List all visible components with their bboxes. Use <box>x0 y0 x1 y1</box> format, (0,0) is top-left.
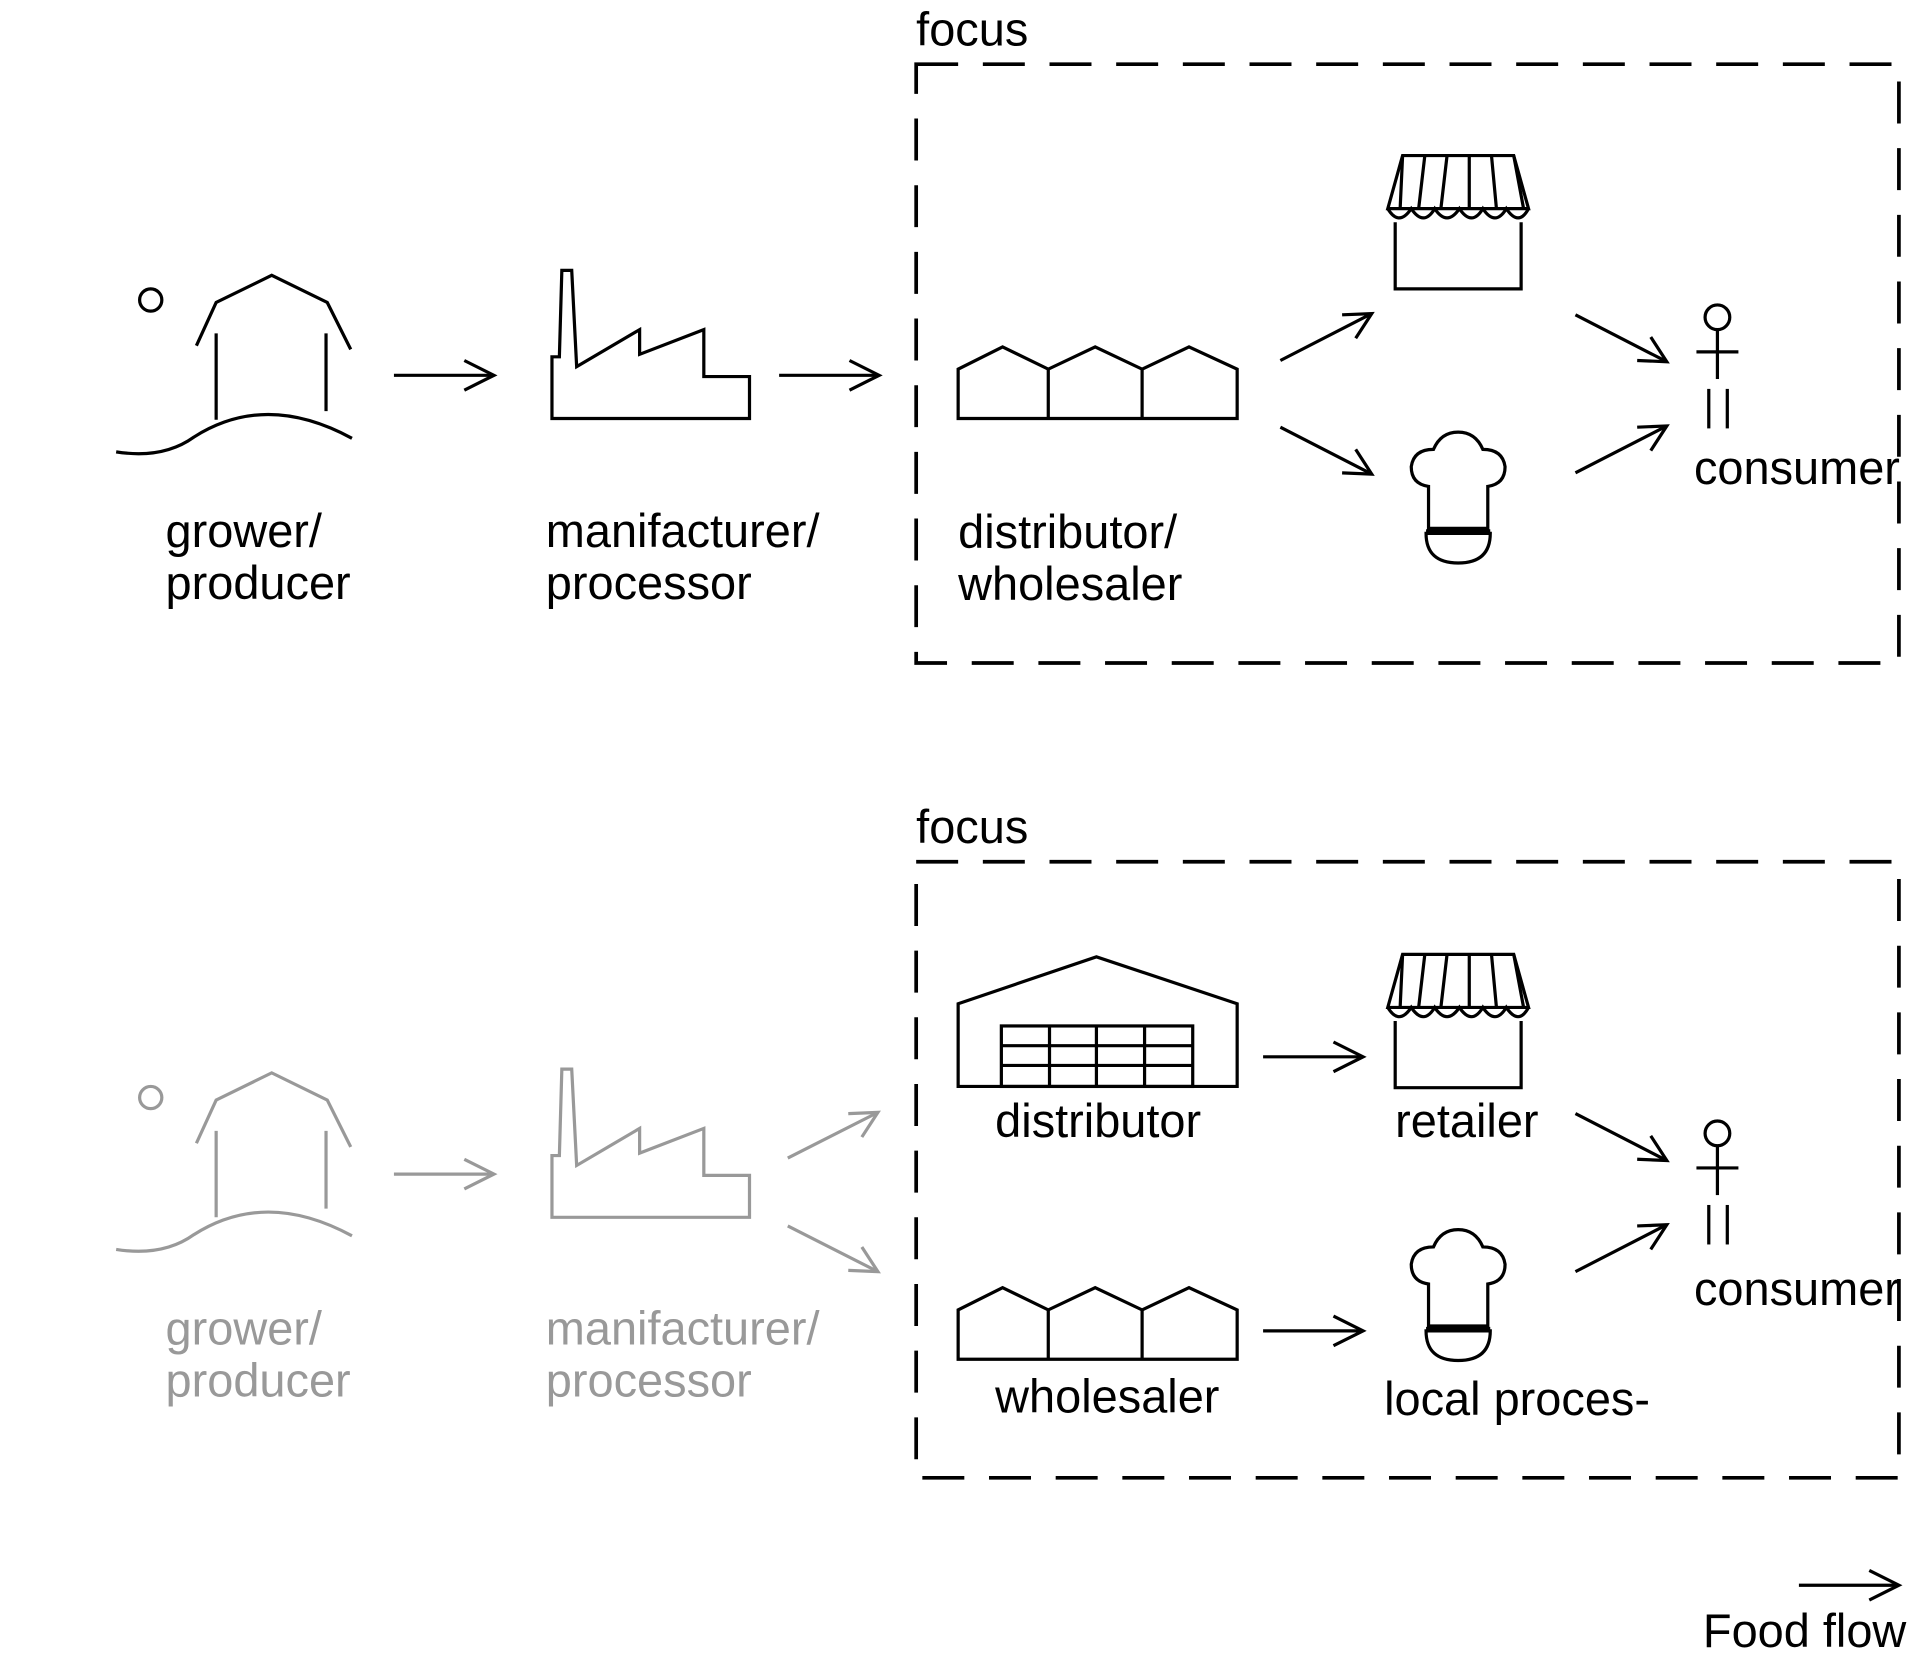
top-arrow-grower-to-manufacturer <box>392 358 496 392</box>
bottom-wholesaler-warehouse-icon <box>956 1286 1239 1361</box>
legend-arrow-icon <box>1797 1568 1901 1602</box>
bottom-focus-box <box>914 859 1901 1480</box>
bottom-manufacturer-label-line1: manifacturer/ <box>546 1302 821 1354</box>
top-manufacturer-label-line2: processor <box>546 557 752 609</box>
bottom-arrow-wholesaler-to-local-processor <box>1261 1314 1365 1348</box>
bottom-grower-label-line1: grower/ <box>166 1302 323 1354</box>
bottom-grower-label-line2: producer <box>166 1354 351 1406</box>
top-consumer-person-icon <box>1694 303 1741 431</box>
top-distributor-label-line2: wholesaler <box>957 558 1182 610</box>
bottom-grower-farm-icon <box>114 1071 354 1253</box>
top-grower-label-line1: grower/ <box>166 505 323 557</box>
bottom-distributor-label: distributor <box>995 1095 1201 1147</box>
bottom-wholesaler-label: wholesaler <box>994 1370 1219 1422</box>
bottom-retailer-label: retailer <box>1395 1095 1538 1147</box>
legend-food-flow-label: Food flow <box>1703 1605 1906 1657</box>
top-focus-label: focus <box>916 4 1028 56</box>
top-arrow-retailer-to-consumer <box>1574 313 1670 364</box>
top-arrow-local-processor-to-consumer <box>1574 424 1670 475</box>
bottom-local-processor-label: local proces- <box>1384 1373 1650 1425</box>
bottom-manufacturer-factory-icon <box>550 1067 752 1219</box>
top-grower-label-line2: producer <box>166 557 351 609</box>
top-focus-box <box>914 62 1901 665</box>
top-arrow-manufacturer-to-distributor <box>777 358 881 392</box>
top-manufacturer-factory-icon <box>550 268 752 421</box>
bottom-local-processor-chef-hat-icon <box>1409 1228 1507 1363</box>
legend: Food flow <box>1703 1568 1906 1657</box>
top-consumer-label: consumer <box>1694 442 1900 494</box>
bottom-arrow-retailer-to-consumer <box>1574 1112 1670 1163</box>
bottom-arrow-distributor-to-retailer <box>1261 1040 1365 1074</box>
bottom-consumer-person-icon <box>1694 1119 1741 1247</box>
top-local-processor-chef-hat-icon <box>1409 430 1507 565</box>
bottom-focus-label: focus <box>916 801 1028 853</box>
bottom-arrow-manufacturer-to-distributor <box>787 1110 881 1160</box>
bottom-arrow-local-processor-to-consumer <box>1574 1222 1670 1274</box>
bottom-arrow-manufacturer-to-wholesaler <box>787 1224 881 1274</box>
top-arrow-distributor-to-retailer <box>1279 311 1375 362</box>
bottom-panel: focus grower/ producer manifacturer/ pro… <box>114 801 1901 1480</box>
bottom-manufacturer-label-line2: processor <box>546 1354 752 1406</box>
top-panel: focus grower/ producer manifacturer/ pro… <box>114 4 1901 665</box>
top-distributor-label-line1: distributor/ <box>958 506 1178 558</box>
top-retailer-shop-icon <box>1386 153 1531 291</box>
bottom-retailer-shop-icon <box>1386 952 1531 1090</box>
top-manufacturer-label-line1: manifacturer/ <box>546 505 821 557</box>
top-distributor-warehouse-icon <box>956 345 1239 421</box>
top-arrow-distributor-to-local-processor <box>1279 425 1375 476</box>
top-grower-farm-icon <box>114 273 354 456</box>
bottom-consumer-label: consumer <box>1694 1263 1900 1315</box>
bottom-distributor-center-icon <box>956 955 1239 1089</box>
bottom-arrow-grower-to-manufacturer <box>392 1157 496 1191</box>
